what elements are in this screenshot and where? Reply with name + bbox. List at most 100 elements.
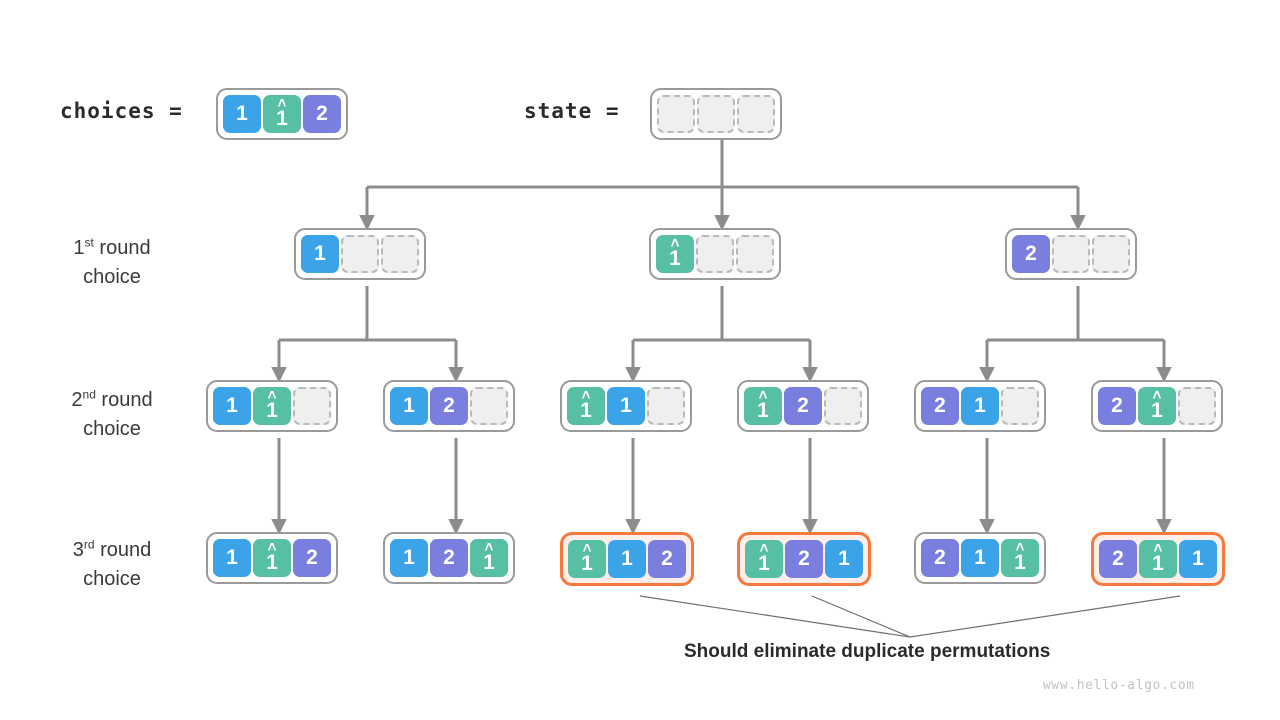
round-1-ordinal: 1 <box>73 237 85 259</box>
cell-label: 2 <box>797 394 809 417</box>
cell-label: 2 <box>934 546 946 569</box>
cell-label: 1 <box>1151 398 1163 422</box>
cell-label: 1 <box>758 551 770 575</box>
hat-mark-icon: ˄ <box>1153 540 1163 558</box>
cell-label: 2 <box>1112 547 1124 570</box>
cell-value-hat: ˄1 <box>568 540 606 578</box>
cell-label: 2 <box>443 394 455 417</box>
cell-label: 1 <box>757 398 769 422</box>
cell-value-hat: ˄1 <box>1001 539 1039 577</box>
cell-label: 1 <box>580 398 592 422</box>
cell-value-hat: ˄1 <box>745 540 783 578</box>
cell-label: 1 <box>621 547 633 570</box>
tree-node: 1 <box>294 228 426 280</box>
cell-value: 1 <box>825 540 863 578</box>
cell-value: 2 <box>785 540 823 578</box>
cell-value: 1 <box>961 539 999 577</box>
cell-value: 2 <box>921 539 959 577</box>
hat-mark-icon: ˄ <box>1152 387 1162 405</box>
round-2-line1: round <box>95 389 153 411</box>
cell-value: 2 <box>430 387 468 425</box>
round-2-ordinal: 2 <box>71 389 83 411</box>
cell-empty <box>824 387 862 425</box>
cell-value-hat: ˄1 <box>567 387 605 425</box>
cell-label: 2 <box>306 546 318 569</box>
round-3-label: 3rd round choice <box>22 536 202 594</box>
cell-empty <box>736 235 774 273</box>
hat-mark-icon: ˄ <box>581 387 591 405</box>
hat-mark-icon: ˄ <box>759 540 769 558</box>
cell-value: 1 <box>223 95 261 133</box>
cell-label: 2 <box>798 547 810 570</box>
hat-mark-icon: ˄ <box>670 235 680 253</box>
state-array <box>650 88 782 140</box>
cell-label: 1 <box>226 546 238 569</box>
round-3-line1: round <box>94 539 152 561</box>
cell-value-hat: ˄1 <box>656 235 694 273</box>
cell-value-hat: ˄1 <box>1138 387 1176 425</box>
hat-mark-icon: ˄ <box>277 95 287 113</box>
hat-mark-icon: ˄ <box>267 539 277 557</box>
cell-value-hat: ˄1 <box>253 387 291 425</box>
cell-label: 1 <box>974 394 986 417</box>
cell-empty <box>341 235 379 273</box>
round-1-line2: choice <box>83 266 141 288</box>
cell-empty <box>470 387 508 425</box>
cell-value: 2 <box>648 540 686 578</box>
cell-value: 2 <box>921 387 959 425</box>
cell-value: 1 <box>213 539 251 577</box>
tree-node: 2 <box>1005 228 1137 280</box>
cell-value: 1 <box>390 539 428 577</box>
choices-label: choices = <box>60 99 183 123</box>
tree-node: 1˄1 <box>206 380 338 432</box>
caption-text: Should eliminate duplicate permutations <box>684 641 1051 662</box>
cell-empty <box>737 95 775 133</box>
cell-label: 1 <box>266 550 278 574</box>
cell-label: 1 <box>1152 551 1164 575</box>
cell-value: 1 <box>301 235 339 273</box>
cell-value: 1 <box>390 387 428 425</box>
cell-label: 1 <box>1192 547 1204 570</box>
hat-mark-icon: ˄ <box>484 539 494 557</box>
cell-label: 1 <box>314 242 326 265</box>
cell-empty <box>1001 387 1039 425</box>
cell-label: 1 <box>620 394 632 417</box>
cell-label: 1 <box>403 546 415 569</box>
cell-empty <box>1092 235 1130 273</box>
cell-empty <box>657 95 695 133</box>
cell-label: 1 <box>581 551 593 575</box>
hat-mark-icon: ˄ <box>267 387 277 405</box>
round-1-label: 1st round choice <box>22 234 202 292</box>
cell-label: 2 <box>443 546 455 569</box>
cell-value: 1 <box>1179 540 1217 578</box>
leader-line-2 <box>811 595 911 638</box>
cell-value: 1 <box>961 387 999 425</box>
cell-label: 2 <box>661 547 673 570</box>
cell-label: 2 <box>934 394 946 417</box>
cell-value: 1 <box>608 540 646 578</box>
cell-value-hat: ˄1 <box>1139 540 1177 578</box>
round-2-line2: choice <box>83 418 141 440</box>
round-1-suffix: st <box>84 235 94 250</box>
cell-empty <box>1052 235 1090 273</box>
cell-empty <box>293 387 331 425</box>
hat-mark-icon: ˄ <box>1015 539 1025 557</box>
cell-empty <box>697 95 735 133</box>
tree-node: ˄1 <box>649 228 781 280</box>
cell-label: 1 <box>266 398 278 422</box>
watermark: www.hello-algo.com <box>1043 678 1195 693</box>
cell-label: 1 <box>838 547 850 570</box>
cell-empty <box>381 235 419 273</box>
cell-empty <box>696 235 734 273</box>
cell-label: 2 <box>1025 242 1037 265</box>
